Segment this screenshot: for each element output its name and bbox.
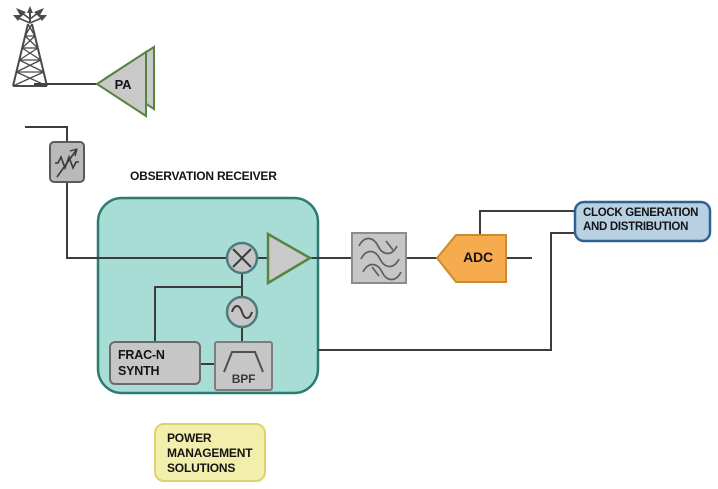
- tunable-filter-icon: [351, 232, 407, 284]
- gain-amplifier-icon: [266, 231, 313, 286]
- adc-to-clock-line: [479, 210, 575, 235]
- frac-n-synth-block: [109, 341, 201, 385]
- frac-n-synth-label-line2: SYNTH: [118, 364, 160, 378]
- adc-label: ADC: [463, 249, 493, 265]
- power-management-label-line1: POWER: [167, 431, 212, 445]
- adc-block: [435, 234, 507, 283]
- synth-branch-line: [154, 286, 242, 342]
- power-management-label: POWER MANAGEMENT SOLUTIONS: [167, 431, 253, 476]
- bpf-label: BPF: [231, 372, 256, 386]
- pa-label: PA: [114, 77, 132, 92]
- frac-n-synth-label-line1: FRAC-N: [118, 348, 165, 362]
- clock-generation-label-line1: CLOCK GENERATION: [583, 207, 699, 219]
- clock-generation-label-line2: AND DISTRIBUTION: [583, 220, 689, 233]
- power-management-block: [154, 423, 266, 482]
- power-management-label-line2: MANAGEMENT: [167, 446, 253, 460]
- bandpass-response-icon: [223, 351, 264, 373]
- attenuator-to-mixer-line: [66, 182, 268, 259]
- clock-generation-label: CLOCK GENERATION AND DISTRIBUTION: [583, 207, 698, 234]
- clock-to-receiver-line: [318, 232, 575, 351]
- variable-attenuator-icon: [49, 141, 85, 183]
- oscillator-icon: [225, 295, 259, 329]
- clock-generation-block: [573, 200, 712, 243]
- pa-amplifier-icon: [95, 45, 155, 118]
- observation-receiver-label: OBSERVATION RECEIVER: [130, 169, 277, 183]
- power-management-label-line3: SOLUTIONS: [167, 461, 236, 475]
- mixer-icon: [225, 241, 259, 275]
- tap-to-attenuator-line: [25, 126, 68, 143]
- bpf-block: [214, 341, 273, 391]
- frac-n-synth-label: FRAC-N SYNTH: [118, 347, 165, 379]
- antenna-tower-icon: [12, 6, 48, 87]
